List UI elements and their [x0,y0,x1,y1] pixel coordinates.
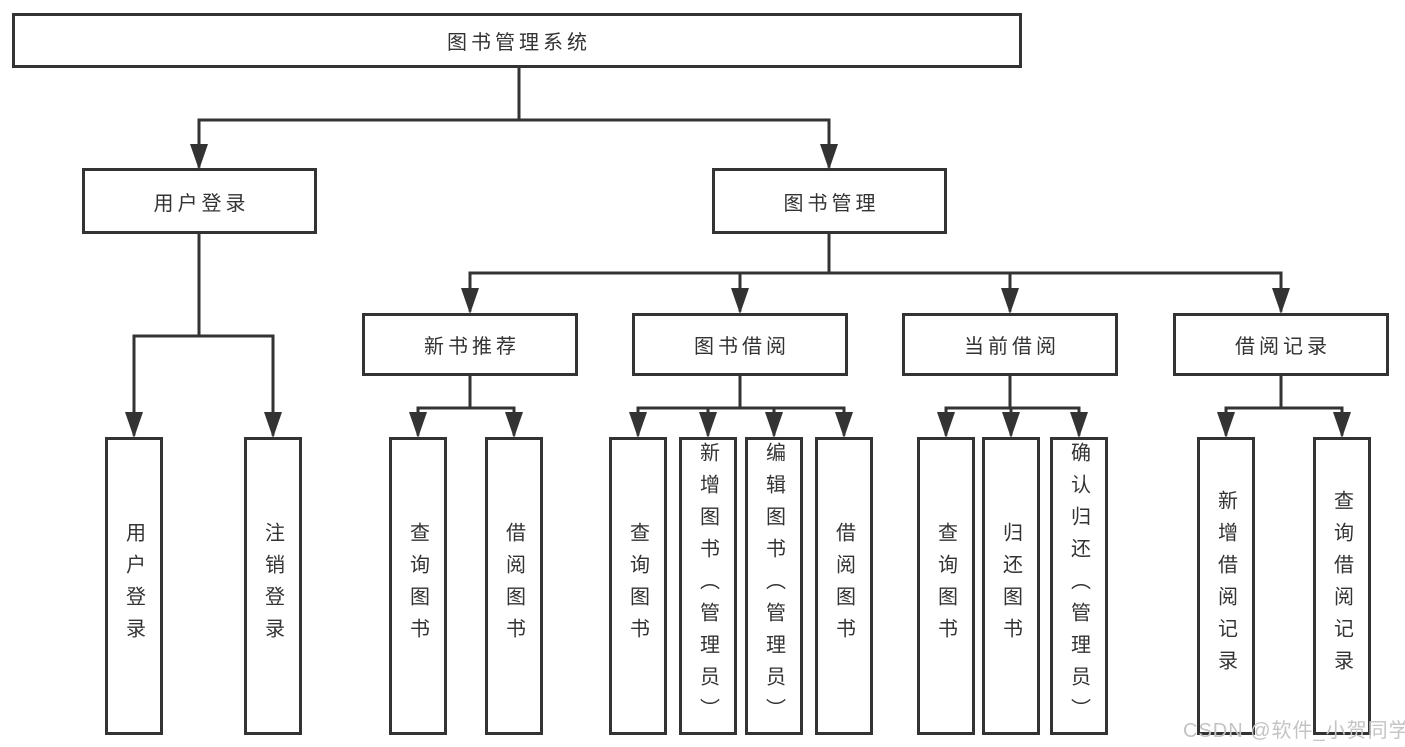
arrow-down-icon [461,288,479,314]
arrow-down-icon [1001,288,1019,314]
node-user-login: 用户登录 [82,168,317,234]
leaf-logout: 注销登录 [244,437,302,735]
node-book-management: 图书管理 [712,168,947,234]
node-book-borrow: 图书借阅 [632,313,848,376]
arrow-down-icon [937,412,955,438]
arrow-down-icon [1272,288,1290,314]
leaf-recommend-query-books: 查询图书 [389,437,447,735]
leaf-records-query-borrow-record: 查询借阅记录 [1313,437,1371,735]
arrow-down-icon [820,144,838,170]
arrow-down-icon [765,412,783,438]
leaf-borrow-borrow-books: 借阅图书 [815,437,873,735]
leaf-borrow-add-books-admin: 新增图书（管理员） [679,437,737,735]
arrow-down-icon [835,412,853,438]
arrow-down-icon [190,144,208,170]
node-root-system: 图书管理系统 [12,13,1022,68]
arrow-down-icon [505,412,523,438]
leaf-current-return-books: 归还图书 [982,437,1040,735]
leaf-borrow-query-books: 查询图书 [609,437,667,735]
arrow-down-icon [1070,412,1088,438]
node-current-borrow: 当前借阅 [902,313,1118,376]
arrow-down-icon [699,412,717,438]
watermark: CSDN @软件_小贺同学 [1183,720,1405,742]
arrow-down-icon [125,412,143,438]
leaf-recommend-borrow-books: 借阅图书 [485,437,543,735]
arrow-down-icon [1002,412,1020,438]
node-new-book-recommend: 新书推荐 [362,313,578,376]
arrow-down-icon [264,412,282,438]
leaf-user-login: 用户登录 [105,437,163,735]
arrow-down-icon [409,412,427,438]
arrow-down-icon [1217,412,1235,438]
arrow-down-icon [731,288,749,314]
leaf-borrow-edit-books-admin: 编辑图书（管理员） [745,437,803,735]
leaf-records-add-borrow-record: 新增借阅记录 [1197,437,1255,735]
arrow-down-icon [629,412,647,438]
node-borrow-records: 借阅记录 [1173,313,1389,376]
arrow-down-icon [1333,412,1351,438]
leaf-current-query-books: 查询图书 [917,437,975,735]
leaf-current-confirm-return-admin: 确认归还（管理员） [1050,437,1108,735]
